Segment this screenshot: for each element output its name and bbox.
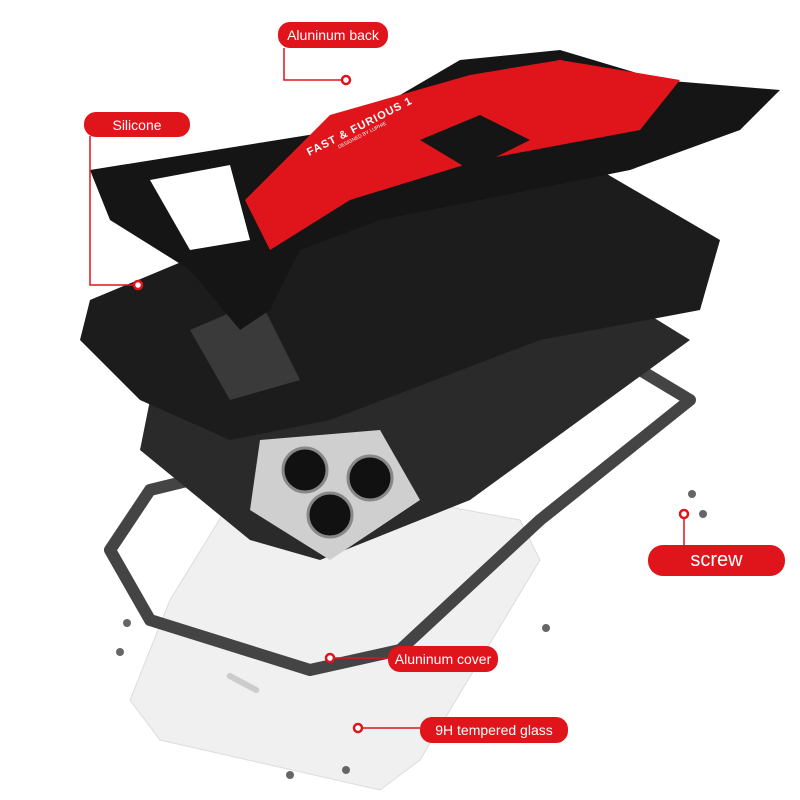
label-screw: screw (648, 545, 785, 576)
aluminum-back-cutout (150, 165, 250, 250)
camera-lens (306, 491, 354, 539)
camera-lens (281, 446, 329, 494)
screw-icon (123, 619, 131, 627)
glass-speaker-slot (226, 672, 260, 694)
screw-icon (688, 490, 696, 498)
aluminum-back-cutout (420, 115, 530, 170)
screws (116, 490, 707, 779)
screw-icon (542, 624, 550, 632)
screw-icon (699, 510, 707, 518)
silicone-window (190, 300, 300, 400)
label-tempered-glass: 9H tempered glass (420, 717, 568, 743)
camera-lens (346, 454, 394, 502)
screw-icon (116, 648, 124, 656)
screw-icon (342, 766, 350, 774)
label-aluminum-back: Aluninum back (278, 22, 388, 48)
label-aluminum-cover: Aluninum cover (388, 646, 498, 672)
callout-dots (132, 74, 690, 734)
label-silicone: Silicone (84, 112, 190, 137)
screw-icon (286, 771, 294, 779)
